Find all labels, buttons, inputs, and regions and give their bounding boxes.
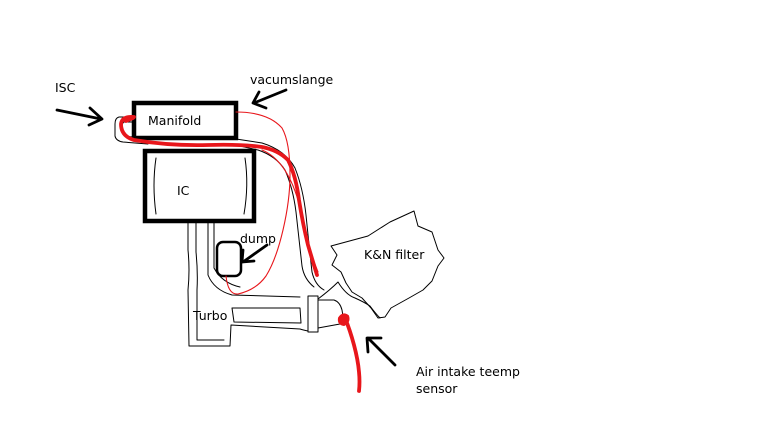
isc-arrow-icon — [55, 106, 104, 127]
turbo-label: Turbo — [193, 308, 228, 323]
sensor-blob — [337, 313, 350, 327]
isc-duct-outline — [114, 116, 149, 145]
ic-right-inner-line — [243, 157, 248, 215]
turbo-inlet-pipe — [317, 299, 344, 329]
vacuum-hose-label: vacumslange — [250, 72, 334, 87]
filter-label: K&N filter — [364, 247, 425, 262]
turbo-downpipe-right — [213, 221, 241, 288]
manifold-right-pipe-outer — [235, 138, 325, 291]
vacuum-hose-arrow-icon — [251, 88, 288, 110]
manifold-label: Manifold — [148, 113, 202, 128]
intercooler-box — [142, 148, 257, 224]
sensor-label-line1: Air intake teemp — [416, 364, 520, 379]
vacuum-line-thick — [119, 114, 319, 277]
ic-left-inner-line — [153, 157, 157, 215]
filter-intake-pipe — [317, 281, 381, 319]
sensor-wire-thick — [343, 316, 362, 393]
turbo-housing-outline — [187, 221, 309, 347]
turbo-compressor-line — [231, 307, 302, 324]
sensor-arrow-icon — [365, 336, 397, 367]
dump-valve-box — [215, 240, 243, 278]
sensor-label-line2: sensor — [416, 381, 458, 396]
isc-label: ISC — [55, 80, 76, 95]
vacuum-line-manifold-top — [124, 116, 135, 123]
vacuum-hose-thin — [225, 111, 291, 295]
turbo-inlet-coupler — [307, 295, 319, 333]
intercooler-label: IC — [177, 183, 190, 198]
dump-label: dump — [240, 231, 276, 246]
kn-filter-outline — [330, 210, 445, 319]
turbo-inner-line — [195, 221, 225, 341]
turbo-downpipe-left — [207, 221, 301, 298]
manifold-box — [131, 100, 239, 141]
dump-arrow-icon — [240, 243, 269, 264]
